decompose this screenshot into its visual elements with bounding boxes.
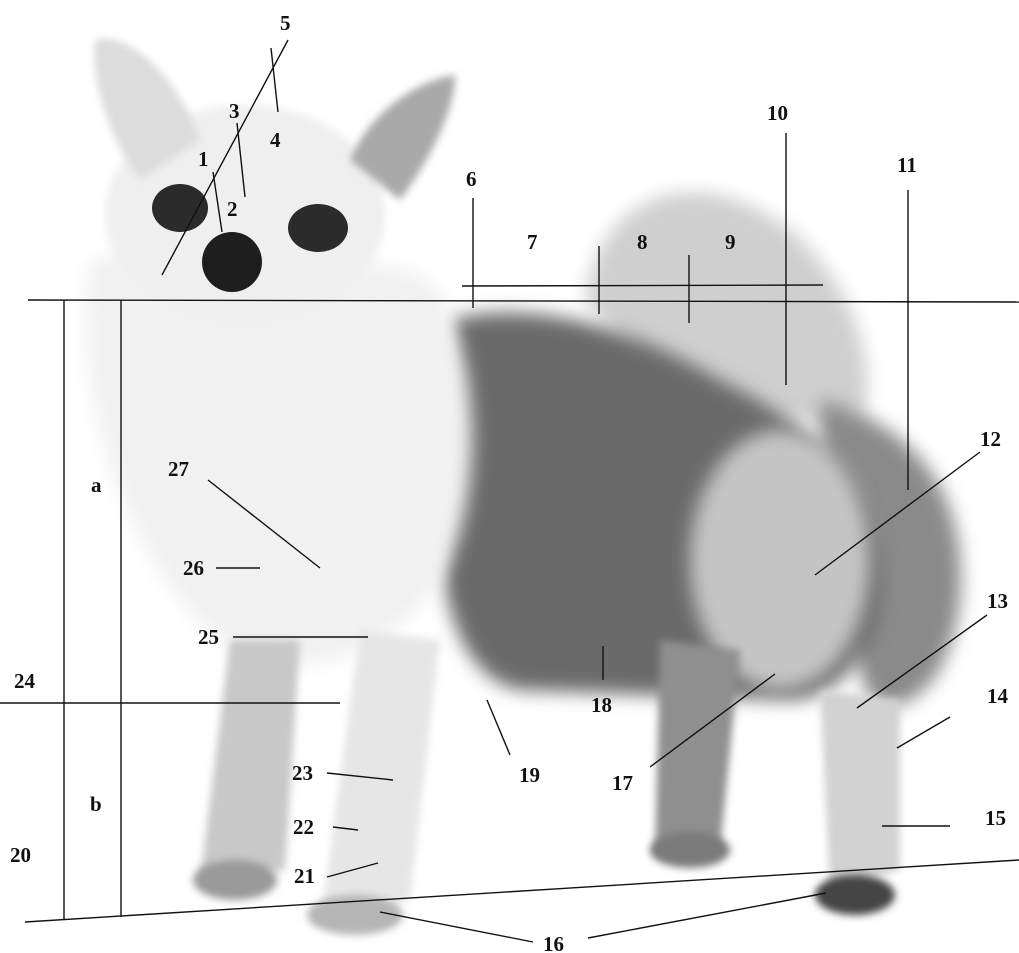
front-left-leg bbox=[200, 640, 300, 880]
right-eye bbox=[288, 204, 348, 252]
leader-16b bbox=[587, 892, 827, 939]
ground-line bbox=[24, 859, 1019, 923]
label-25: 25 bbox=[198, 625, 219, 649]
label-10: 10 bbox=[767, 101, 788, 125]
leader-3 bbox=[236, 122, 246, 198]
paw-front-left bbox=[193, 860, 277, 900]
label-21: 21 bbox=[294, 864, 315, 888]
label-7: 7 bbox=[527, 230, 538, 254]
paw-rear-right bbox=[815, 875, 895, 915]
point-labels: 1 2 3 4 5 6 7 8 9 10 11 12 13 14 15 16 1… bbox=[10, 11, 1009, 953]
leader-21 bbox=[326, 862, 379, 878]
leader-19 bbox=[486, 699, 511, 756]
topline bbox=[27, 299, 1019, 303]
label-14: 14 bbox=[987, 684, 1009, 708]
leader-1 bbox=[212, 171, 223, 233]
nose bbox=[202, 232, 262, 292]
label-4: 4 bbox=[270, 128, 281, 152]
leader-17 bbox=[649, 673, 776, 768]
left-ear bbox=[94, 38, 200, 180]
label-18: 18 bbox=[591, 693, 612, 717]
label-16: 16 bbox=[543, 932, 564, 953]
stop-line-5 bbox=[161, 39, 289, 276]
leader-16a bbox=[379, 911, 534, 943]
label-19: 19 bbox=[519, 763, 540, 787]
head bbox=[105, 105, 385, 325]
label-20: 20 bbox=[10, 843, 31, 867]
right-ear bbox=[350, 75, 455, 200]
dog-illustration bbox=[85, 38, 961, 935]
haunch bbox=[690, 430, 870, 690]
label-26: 26 bbox=[183, 556, 204, 580]
leader-lines bbox=[0, 39, 1019, 943]
label-13: 13 bbox=[987, 589, 1008, 613]
leader-4 bbox=[270, 47, 279, 113]
leader-22 bbox=[332, 826, 359, 831]
label-b: b bbox=[90, 792, 102, 816]
rear-right-leg bbox=[820, 690, 900, 890]
label-24: 24 bbox=[14, 669, 36, 693]
label-15: 15 bbox=[985, 806, 1006, 830]
label-27: 27 bbox=[168, 457, 189, 481]
leader-23 bbox=[326, 772, 394, 781]
label-9: 9 bbox=[725, 230, 736, 254]
left-eye bbox=[152, 184, 208, 232]
paw-front-right bbox=[307, 895, 403, 935]
label-23: 23 bbox=[292, 761, 313, 785]
leader-14 bbox=[896, 716, 951, 749]
leader-13 bbox=[856, 614, 988, 709]
front-right-leg bbox=[320, 630, 440, 925]
label-22: 22 bbox=[293, 815, 314, 839]
rear-left-leg bbox=[655, 640, 740, 855]
leader-27 bbox=[207, 479, 321, 569]
back-line bbox=[461, 284, 824, 287]
paw-rear-left bbox=[650, 832, 730, 868]
label-5: 5 bbox=[280, 11, 291, 35]
label-a: a bbox=[91, 473, 102, 497]
label-11: 11 bbox=[897, 153, 917, 177]
label-2: 2 bbox=[227, 197, 238, 221]
label-6: 6 bbox=[466, 167, 477, 191]
leader-12 bbox=[814, 451, 981, 576]
chest-ruff bbox=[85, 246, 472, 664]
label-17: 17 bbox=[612, 771, 633, 795]
label-12: 12 bbox=[980, 427, 1001, 451]
label-1: 1 bbox=[198, 147, 209, 171]
label-3: 3 bbox=[229, 99, 240, 123]
label-8: 8 bbox=[637, 230, 648, 254]
